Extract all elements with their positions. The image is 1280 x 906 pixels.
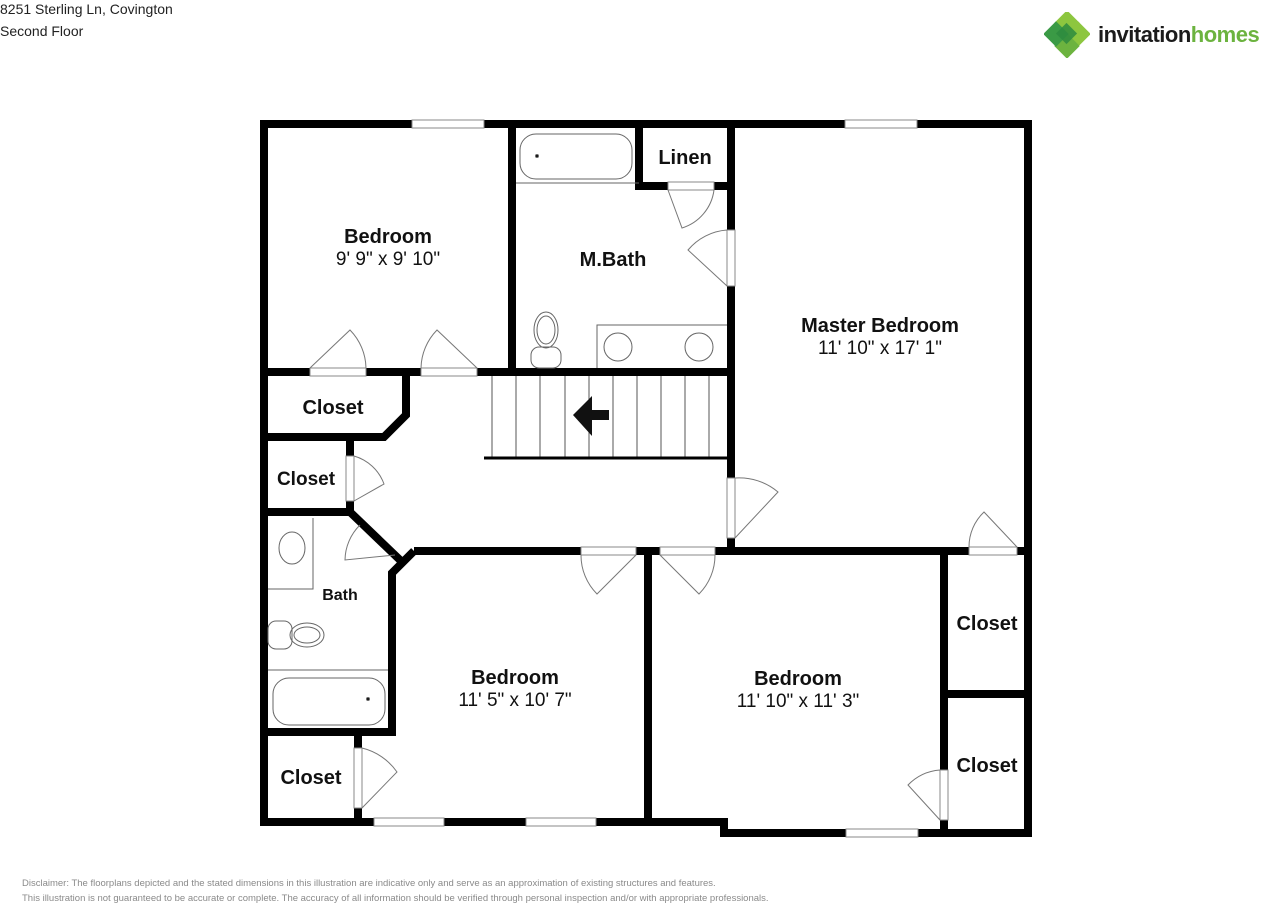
brand-wordmark: invitationhomes: [1098, 22, 1260, 47]
header: 8251 Sterling Ln, Covington Second Floor: [0, 0, 173, 42]
room-bedroom-nw: Bedroom 9' 9" x 9' 10": [335, 226, 441, 270]
door-openings: [309, 181, 1018, 821]
room-closet-e-1: Closet: [956, 613, 1018, 635]
room-closet-hall-2: Closet: [276, 469, 336, 490]
room-master-bedroom: Master Bedroom 11' 10" x 17' 1": [801, 315, 959, 359]
room-bedroom-se: Bedroom 11' 10" x 11' 3": [736, 668, 860, 712]
room-closet-e-2: Closet: [956, 755, 1018, 777]
room-linen: Linen: [658, 147, 712, 169]
door-swings: [309, 189, 1018, 821]
fixtures: [267, 133, 727, 726]
room-bedroom-sw: Bedroom 11' 5" x 10' 7": [458, 667, 572, 711]
down-left-arrow-icon: [573, 396, 609, 436]
floor-label: Second Floor: [0, 23, 84, 39]
disclaimer: Disclaimer: The floorplans depicted and …: [22, 878, 769, 904]
room-closet-hall-1: Closet: [302, 397, 364, 419]
windows: [373, 119, 919, 838]
clover-diamond-logo-icon: [1044, 12, 1090, 58]
staircase: [484, 376, 731, 460]
room-bath: Bath: [322, 587, 358, 604]
brand-logo: invitationhomes: [1044, 12, 1260, 58]
room-closet-sw: Closet: [280, 767, 342, 789]
room-m-bath: M.Bath: [579, 249, 647, 271]
property-address: 8251 Sterling Ln, Covington: [0, 1, 173, 17]
